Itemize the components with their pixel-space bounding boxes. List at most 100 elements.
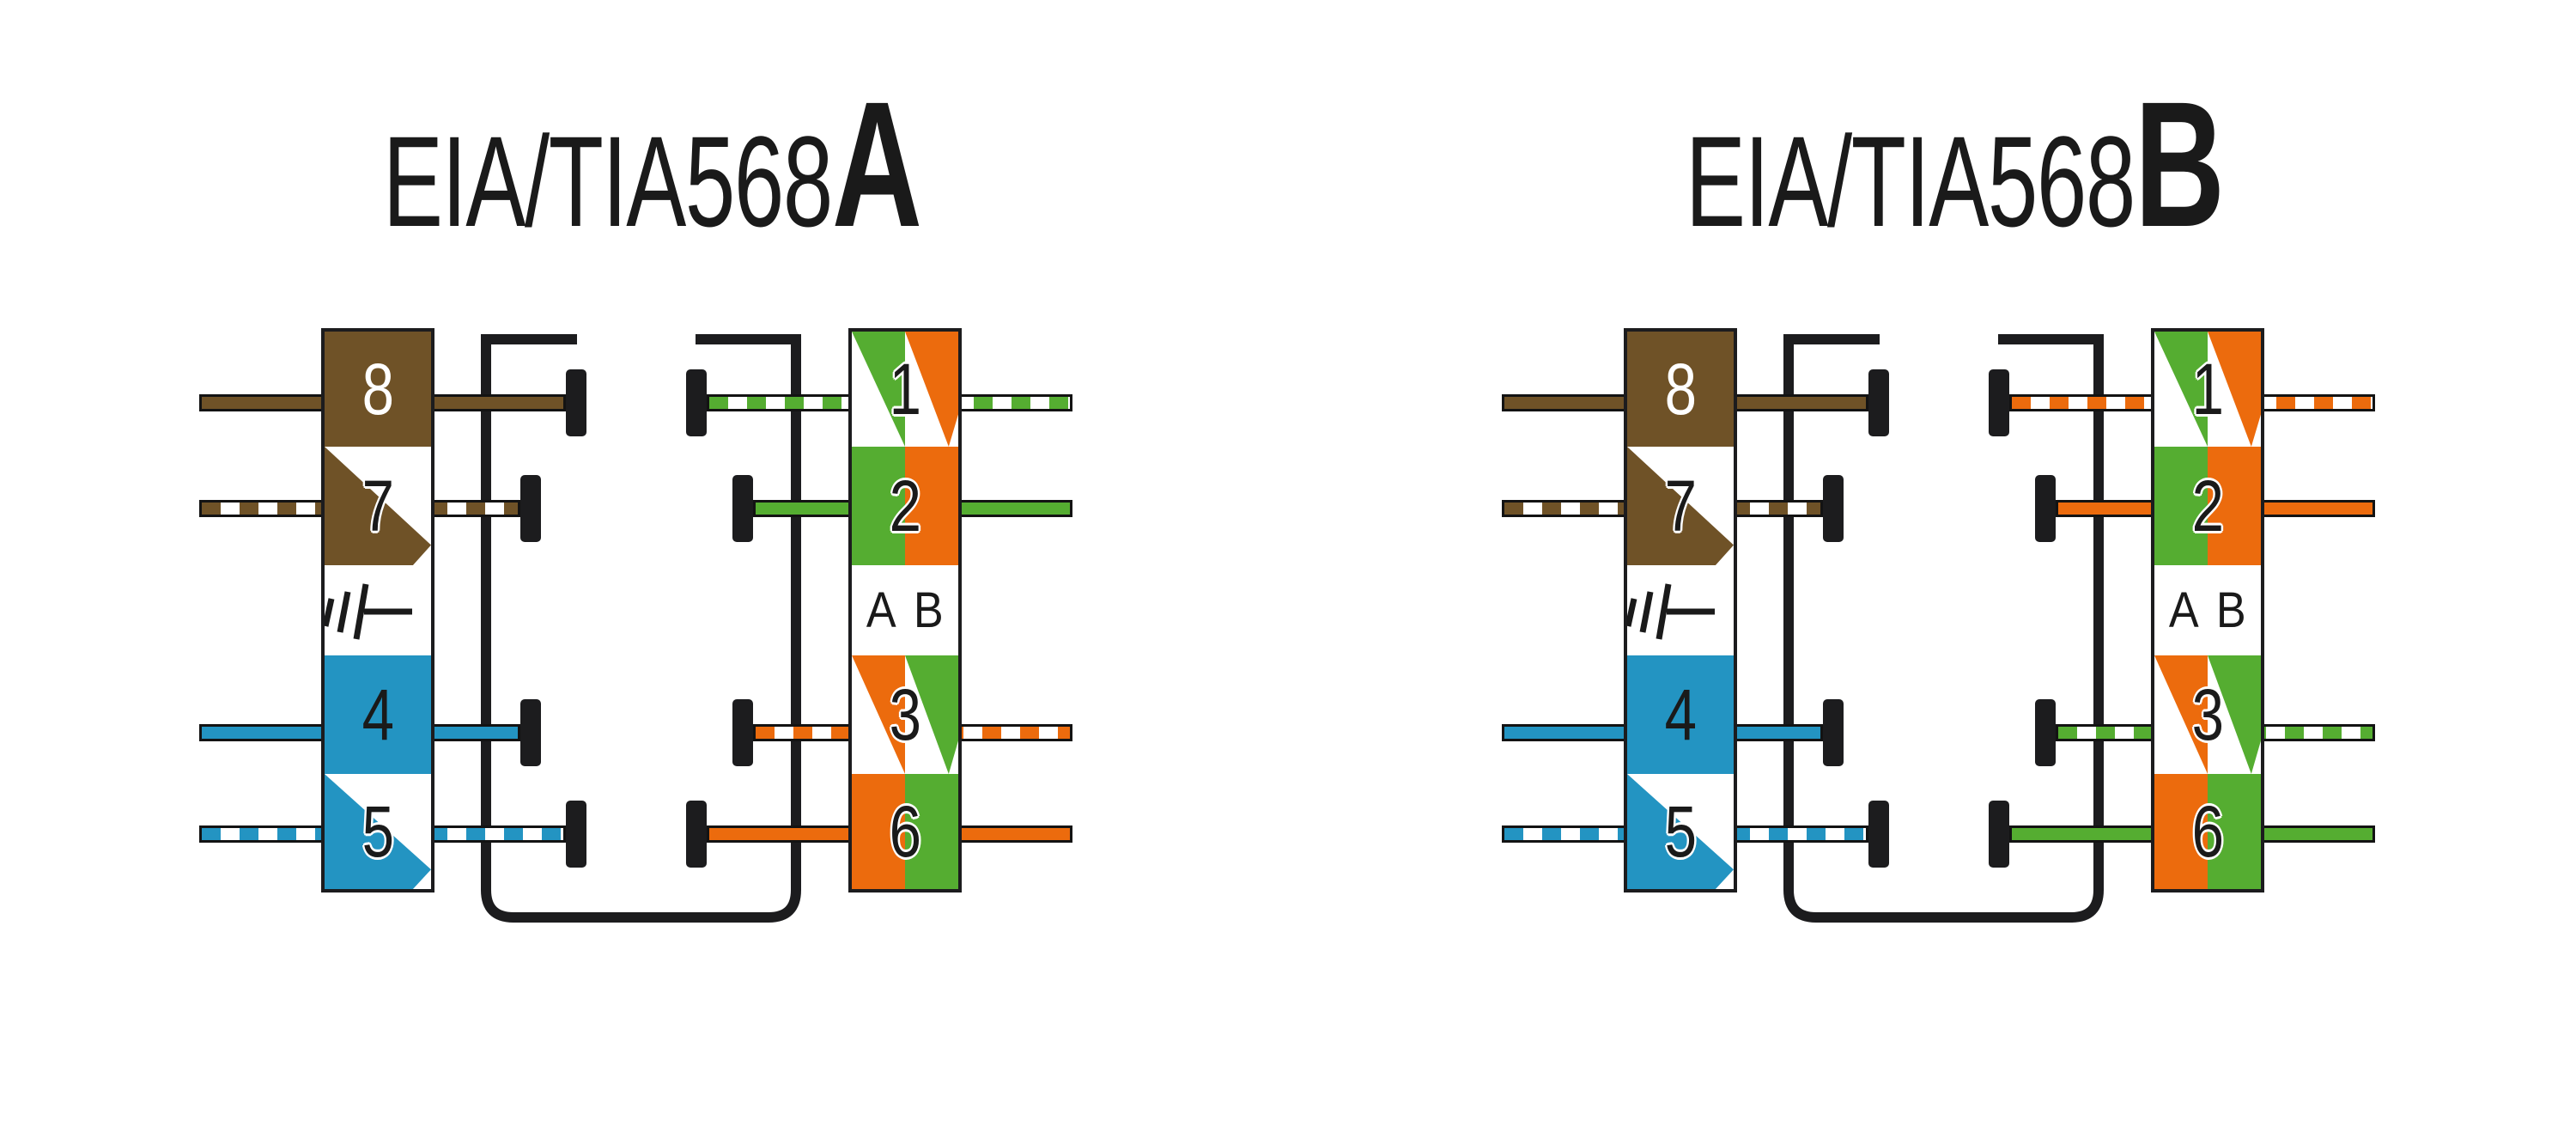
half-cell-a xyxy=(2154,447,2208,565)
pin-contact-1 xyxy=(1989,369,2009,436)
pin-cell-7: 7 xyxy=(1627,447,1734,565)
pin-cell-1: 1 xyxy=(2154,332,2261,447)
pin-number: 7 xyxy=(361,466,394,546)
pin-contact-8 xyxy=(1868,369,1889,436)
column-label-b: B xyxy=(913,582,944,638)
stripe-shape-b xyxy=(2208,655,2261,774)
pin-number: 3 xyxy=(889,674,921,755)
half-cell-b xyxy=(905,774,958,889)
pin-cell-4: 4 xyxy=(325,655,431,774)
pin-number: 5 xyxy=(361,791,394,872)
connector-outline xyxy=(1783,334,2104,923)
pin-number: 7 xyxy=(1664,466,1697,546)
pin-cell-5: 5 xyxy=(1627,774,1734,889)
pin-cell-7: 7 xyxy=(325,447,431,565)
pin-cell-2: 2 xyxy=(2154,447,2261,565)
stripe-band-shape xyxy=(325,774,431,889)
pin-cell-ground xyxy=(325,565,431,655)
pin-cell-2: 2 xyxy=(852,447,958,565)
pin-cell-8: 8 xyxy=(1627,332,1734,447)
pin-contact-6 xyxy=(686,801,707,868)
earth-ground-icon xyxy=(325,583,412,640)
stripe-shape-b xyxy=(2208,332,2261,447)
pin-contact-6 xyxy=(1989,801,2009,868)
pin-cell-1: 1 xyxy=(852,332,958,447)
half-cell-a xyxy=(2154,655,2208,774)
pin-number: 6 xyxy=(2191,791,2224,872)
pin-contact-3 xyxy=(2035,699,2056,766)
pin-contact-8 xyxy=(566,369,586,436)
half-cell-b xyxy=(2208,332,2261,447)
pin-cell-5: 5 xyxy=(325,774,431,889)
pin-contact-7 xyxy=(520,475,541,542)
pin-number: 4 xyxy=(361,674,394,755)
pin-cell-6: 6 xyxy=(2154,774,2261,889)
half-cell-b xyxy=(2208,774,2261,889)
pin-number: 2 xyxy=(2191,466,2224,546)
stripe-shape-a xyxy=(852,332,905,447)
pin-number: 2 xyxy=(889,466,921,546)
stripe-band-shape xyxy=(325,447,431,565)
half-cell-a xyxy=(852,655,905,774)
connector-outline xyxy=(481,334,801,923)
pin-number: 8 xyxy=(361,349,394,429)
half-cell-b xyxy=(905,655,958,774)
pin-cell-3: 3 xyxy=(852,655,958,774)
pin-cell-3: 3 xyxy=(2154,655,2261,774)
half-cell-a xyxy=(852,774,905,889)
stripe-band-shape xyxy=(1627,774,1734,889)
half-cell-b xyxy=(905,332,958,447)
column-label-a: A xyxy=(2169,582,2200,638)
half-cell-b xyxy=(905,447,958,565)
pin-contact-5 xyxy=(566,801,586,868)
pin-number: 4 xyxy=(1664,674,1697,755)
pin-strip-left: 8 7 4 5 xyxy=(1624,328,1737,892)
pin-number: 1 xyxy=(2191,349,2224,429)
pin-contact-7 xyxy=(1823,475,1844,542)
half-cell-b xyxy=(2208,655,2261,774)
title-standard-text: EIA/TIA568 xyxy=(382,109,833,253)
pin-number: 3 xyxy=(2191,674,2224,755)
earth-ground-icon xyxy=(1627,583,1715,640)
half-cell-b xyxy=(2208,447,2261,565)
pin-contact-3 xyxy=(732,699,753,766)
title-variant-letter: A xyxy=(831,65,923,265)
pin-contact-4 xyxy=(1823,699,1844,766)
pin-number: 8 xyxy=(1664,349,1697,429)
column-label-b: B xyxy=(2215,582,2246,638)
pin-cell-6: 6 xyxy=(852,774,958,889)
pin-contact-4 xyxy=(520,699,541,766)
pin-number: 6 xyxy=(889,791,921,872)
pin-cell-4: 4 xyxy=(1627,655,1734,774)
half-cell-a xyxy=(2154,774,2208,889)
pin-contact-5 xyxy=(1868,801,1889,868)
pin-contact-1 xyxy=(686,369,707,436)
pin-contact-2 xyxy=(2035,475,2056,542)
stripe-shape-b xyxy=(905,655,958,774)
stripe-shape-b xyxy=(905,332,958,447)
stripe-shape-a xyxy=(2154,655,2208,774)
pin-contact-2 xyxy=(732,475,753,542)
stripe-band-shape xyxy=(1627,447,1734,565)
pin-strip-left: 8 7 4 5 xyxy=(321,328,434,892)
stripe-shape-a xyxy=(2154,332,2208,447)
title-variant-letter: B xyxy=(2134,65,2226,265)
pin-number: 5 xyxy=(1664,791,1697,872)
half-cell-a xyxy=(852,447,905,565)
pin-cell-ground xyxy=(1627,565,1734,655)
half-cell-a xyxy=(852,332,905,447)
title-standard-text: EIA/TIA568 xyxy=(1685,109,2136,253)
pin-cell-8: 8 xyxy=(325,332,431,447)
pin-number: 1 xyxy=(889,349,921,429)
stripe-shape-a xyxy=(852,655,905,774)
